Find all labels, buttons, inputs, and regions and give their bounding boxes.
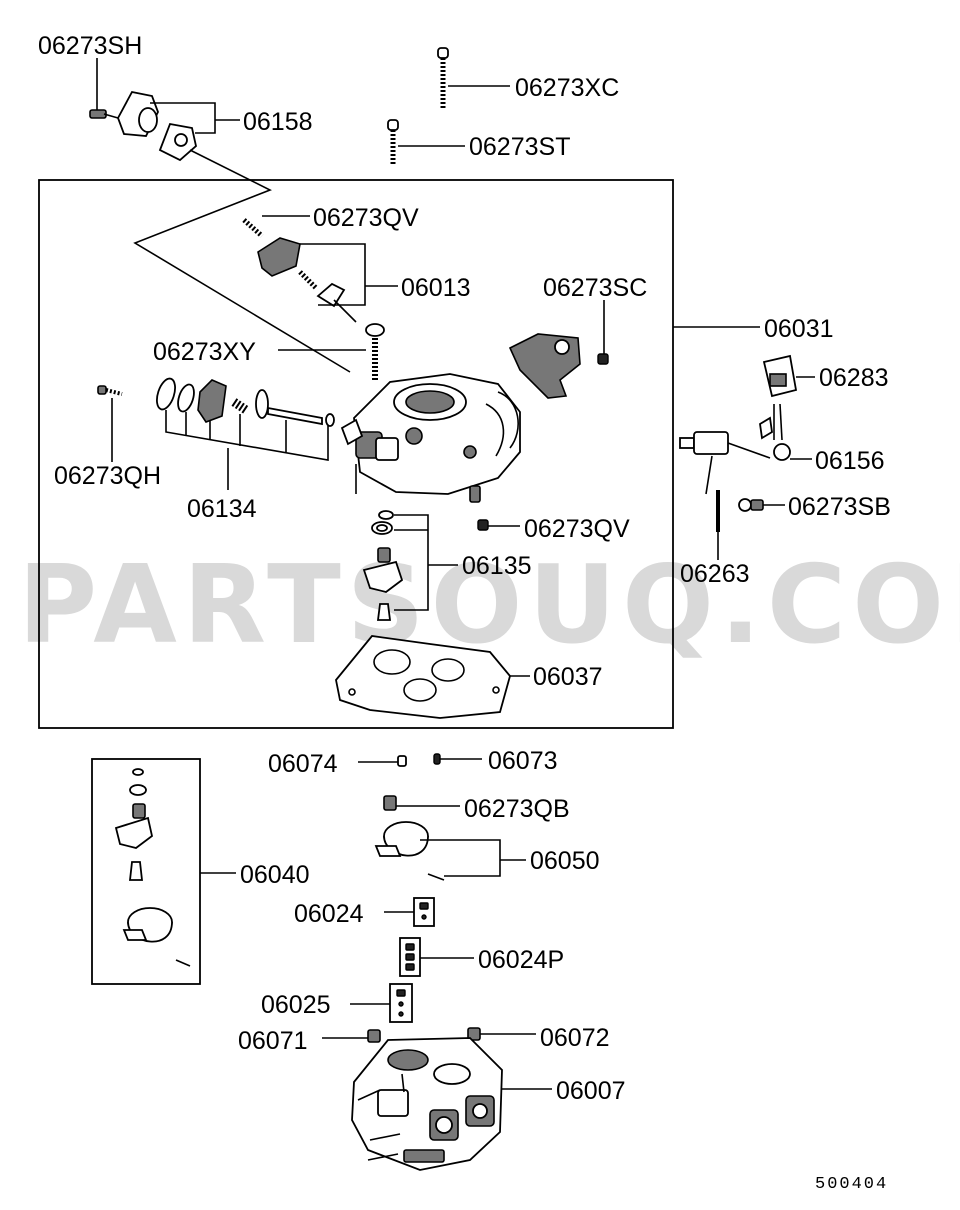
plug-06073	[433, 753, 441, 765]
carburetor-body-top	[340, 373, 521, 503]
label-06273sb: 06273SB	[788, 493, 891, 521]
screw-06273xy	[365, 323, 385, 382]
label-06158: 06158	[243, 108, 313, 136]
carburetor-assembly-frame	[38, 179, 674, 729]
label-06273xy: 06273XY	[153, 338, 256, 366]
label-06013: 06013	[401, 274, 471, 302]
screw-06273qv-top	[242, 218, 264, 238]
label-06024: 06024	[294, 900, 364, 928]
carburetor-body-06007	[351, 1037, 503, 1171]
label-06273qv-top: 06273QV	[313, 204, 419, 232]
label-06072: 06072	[540, 1024, 610, 1052]
plug-06071	[367, 1029, 381, 1043]
pump-parts-06134	[156, 377, 335, 427]
label-06156: 06156	[815, 447, 885, 475]
bracket-06273sc	[508, 333, 609, 399]
screw-06273st	[387, 119, 399, 165]
label-06007: 06007	[556, 1077, 626, 1105]
label-06273qb: 06273QB	[464, 795, 570, 823]
label-06283: 06283	[819, 364, 889, 392]
diaphragm-cover-06158	[117, 90, 197, 162]
watermark: PARTSOUQ.COM	[18, 543, 960, 668]
label-06273qv-mid: 06273QV	[524, 515, 630, 543]
diagram-code: 500404	[815, 1175, 888, 1194]
leader-06135-bracket	[394, 514, 429, 611]
label-06273qh: 06273QH	[54, 462, 161, 490]
leader-06263-a	[705, 455, 713, 495]
jet-06024p	[399, 937, 421, 977]
screw-06273sb	[738, 498, 764, 512]
gasket-06037	[335, 635, 511, 719]
label-06031: 06031	[764, 315, 834, 343]
label-06040: 06040	[240, 861, 310, 889]
long-screw-06273xc	[437, 47, 449, 108]
jet-06024	[413, 897, 435, 927]
label-06135: 06135	[462, 552, 532, 580]
label-06037: 06037	[533, 663, 603, 691]
screw-06273qh	[97, 385, 123, 396]
label-06273sc: 06273SC	[543, 274, 647, 302]
screw-06273sh	[89, 109, 119, 119]
diaphragm-06013	[257, 237, 357, 323]
solenoid-06156	[679, 403, 791, 461]
label-06071: 06071	[238, 1027, 308, 1055]
label-06025: 06025	[261, 991, 331, 1019]
label-06134: 06134	[187, 495, 257, 523]
leader-06158-a	[150, 102, 216, 134]
label-06074: 06074	[268, 750, 338, 778]
leader-06158-link	[133, 149, 351, 373]
screw-06273qv-mid	[477, 519, 489, 531]
repair-kit-06040	[114, 768, 191, 967]
jet-06025	[389, 983, 413, 1023]
leader-06050-bracket	[420, 839, 501, 877]
label-06273xc: 06273XC	[515, 74, 619, 102]
screw-06273qb	[383, 795, 397, 811]
label-06273sh: 06273SH	[38, 32, 142, 60]
leader-06013-a	[300, 243, 366, 306]
plug-06074	[397, 755, 407, 767]
label-06024p: 06024P	[478, 946, 564, 974]
label-06273st: 06273ST	[469, 133, 570, 161]
repair-kit-frame	[91, 758, 201, 985]
jet-assembly-06135	[362, 510, 404, 621]
leader-06134-bus	[165, 410, 329, 461]
label-06073: 06073	[488, 747, 558, 775]
label-06050: 06050	[530, 847, 600, 875]
label-06263: 06263	[680, 560, 750, 588]
float-06050	[374, 821, 445, 881]
connector-06283	[762, 354, 798, 398]
